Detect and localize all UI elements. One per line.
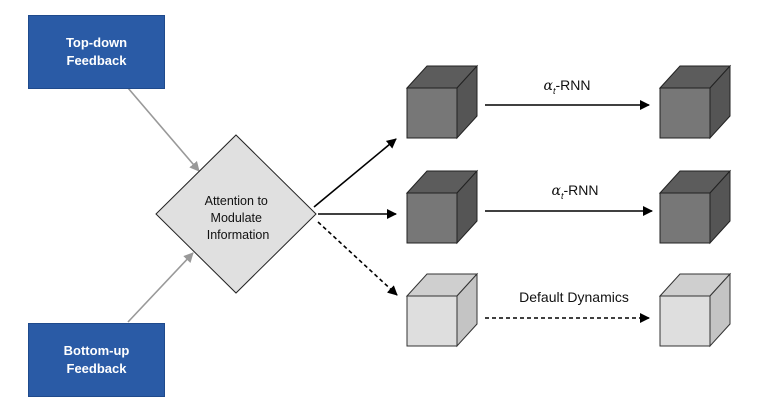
diamond-to-cube-1-arrow [313,138,397,208]
cube-row3-right [658,272,732,348]
diamond-to-cube-3-arrow [317,221,398,296]
attention-diamond [155,134,317,294]
row2-label: αt-RNN [552,182,599,201]
cube-row2-right [658,169,732,245]
topdown-feedback-label: Top-down Feedback [65,35,128,68]
cube-row2-left [405,169,479,245]
attention-line-1: Attention to [205,194,268,208]
cube-row1-right [658,64,732,140]
cube-row3-left [405,272,479,348]
topdown-feedback-box: Top-down Feedback [28,15,165,89]
bottomup-feedback-box: Bottom-up Feedback [28,323,165,397]
bottomup-arrow [127,252,194,323]
topdown-arrow [127,87,200,172]
row1-label: αt-RNN [544,77,591,96]
bottomup-feedback-label: Bottom-up Feedback [63,343,130,376]
attention-line-2: Modulate [211,211,262,225]
attention-line-3: Information [207,228,270,242]
row3-label: Default Dynamics [519,289,629,305]
cube-row1-left [405,64,479,140]
svg-text:Attention to Modulate: Attention to Modulate Information [205,194,272,242]
